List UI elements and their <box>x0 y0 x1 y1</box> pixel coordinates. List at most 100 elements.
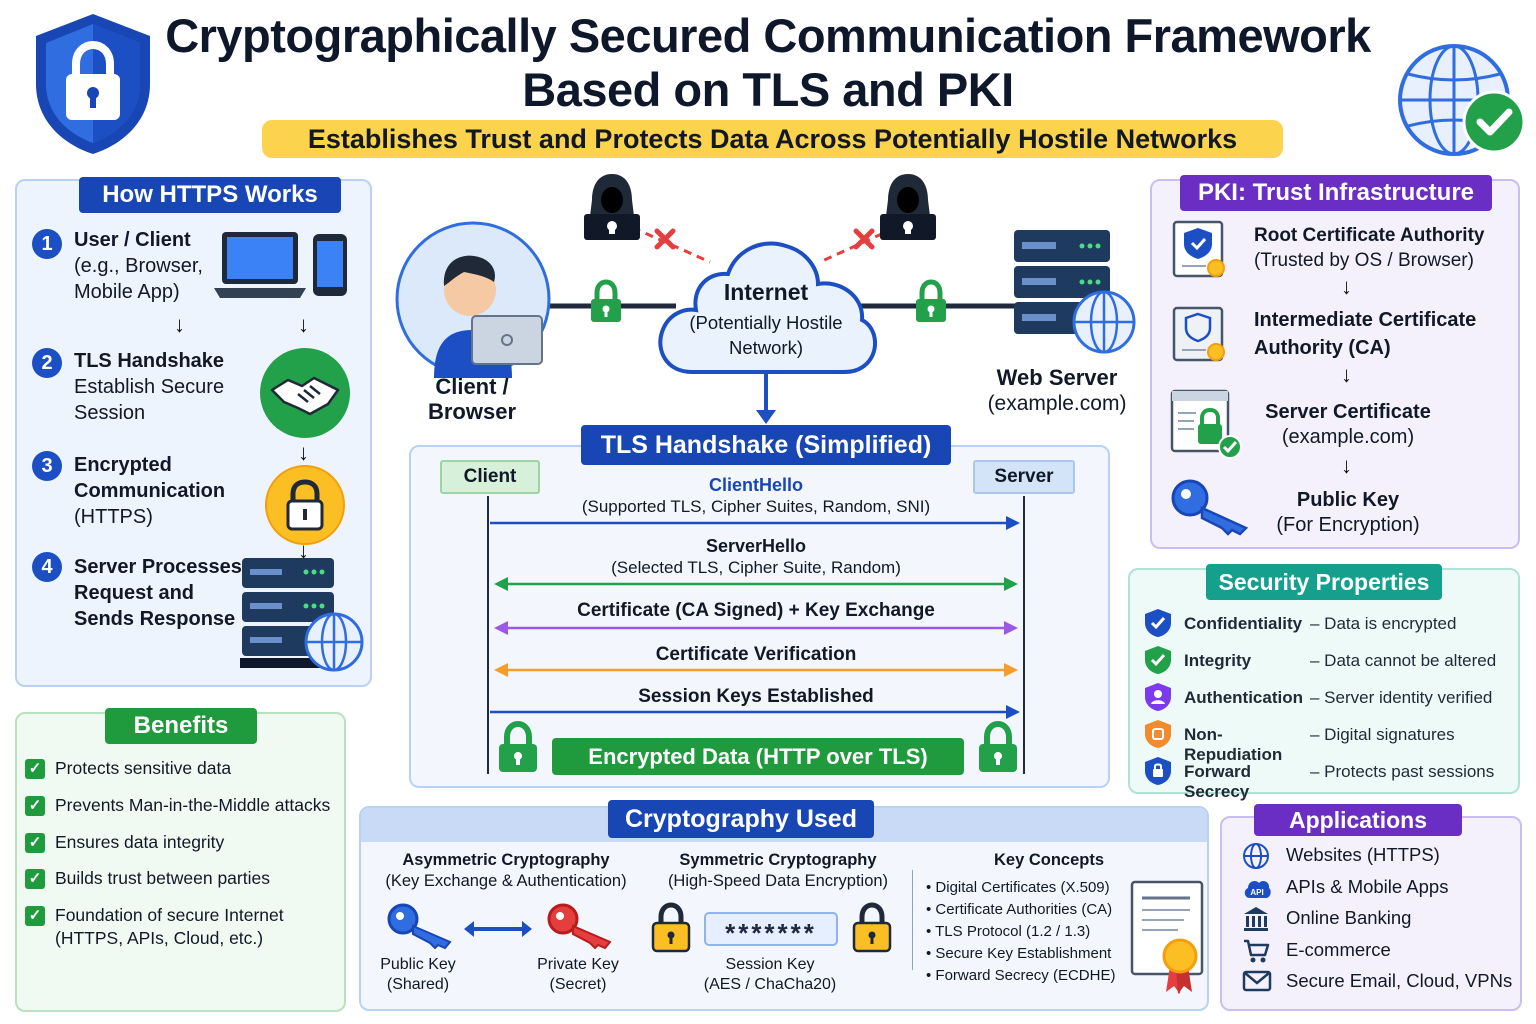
laptop-icon <box>214 232 306 298</box>
step-2-number: 2 <box>32 348 62 378</box>
intermediate-ca-certificate-icon <box>1172 306 1225 362</box>
web-server-icon <box>1014 230 1136 354</box>
globe-icon <box>1243 843 1269 869</box>
step-3-number: 3 <box>32 451 62 481</box>
padlock-icon <box>265 465 345 545</box>
step-4-number: 4 <box>32 552 62 582</box>
key-concept-item: • Certificate Authorities (CA) <box>926 901 1113 918</box>
key-concept-item: • Digital Certificates (X.509) <box>926 879 1110 896</box>
public-key-icon <box>1171 479 1249 536</box>
server-certificate-icon <box>1170 389 1242 459</box>
mail-icon <box>1242 970 1272 992</box>
private-key-icon <box>547 903 612 950</box>
shield-lock-icon <box>1145 757 1171 785</box>
step-3-text: Encrypted Communication (HTTPS) <box>74 454 226 528</box>
step-2-text: TLS Handshake Establish Secure Session <box>74 350 225 424</box>
shield-user-icon <box>1145 683 1171 711</box>
page-title-line1: Cryptographically Secured Communication … <box>165 9 1371 62</box>
key-concepts-heading: Key Concepts <box>993 851 1105 869</box>
phone-icon <box>313 234 347 296</box>
divider <box>912 870 913 970</box>
checkbox-check-icon: ✓ <box>25 796 45 816</box>
padlock-icon <box>852 902 892 953</box>
client-avatar <box>395 221 551 378</box>
msg-cert-verification: Certificate Verification <box>655 644 857 665</box>
key-concept-item: • TLS Protocol (1.2 / 1.3) <box>926 923 1091 940</box>
tls-server-lane: Server <box>973 460 1075 494</box>
certificate-ribbon-icon <box>1130 880 1204 994</box>
double-arrow-icon <box>464 921 532 937</box>
benefits-panel: Benefits ✓Protects sensitive data ✓Preve… <box>15 708 346 1012</box>
arrow-down-icon: ↓ <box>1341 362 1352 387</box>
applications-panel: Applications Websites (HTTPS) API APIs &… <box>1220 804 1522 1011</box>
pki-title: PKI: Trust Infrastructure <box>1180 175 1492 211</box>
private-key-caption: Private Key(Secret) <box>537 956 619 993</box>
arrow-down-icon: ↓ <box>298 538 309 563</box>
root-ca-certificate-icon <box>1172 220 1225 278</box>
arrow-down-icon: ↓ <box>1341 453 1352 478</box>
cart-icon <box>1244 939 1270 963</box>
cryptography-title: Cryptography Used <box>608 800 874 838</box>
globe-check-icon <box>1398 44 1526 156</box>
page-title-line2: Based on TLS and PKI <box>522 63 1014 116</box>
encrypted-data-bar: Encrypted Data (HTTP over TLS) <box>552 738 964 775</box>
msg-clienthello: ClientHello (Supported TLS, Cipher Suite… <box>581 475 931 516</box>
shield-check-icon <box>1145 646 1171 674</box>
step-1-text: User / Client (e.g., Browser, Mobile App… <box>74 229 203 303</box>
svg-text:API: API <box>1250 888 1263 897</box>
lock-green-icon <box>499 720 537 772</box>
page-subtitle: Establishes Trust and Protects Data Acro… <box>262 120 1283 158</box>
msg-serverhello: ServerHello (Selected TLS, Cipher Suite,… <box>611 536 901 577</box>
step-1-number: 1 <box>32 229 62 259</box>
internet-title: Internet <box>723 279 809 305</box>
cryptography-panel <box>359 806 1209 1011</box>
security-properties-panel: Security Properties Confidentiality – Da… <box>1128 564 1520 801</box>
checkbox-check-icon: ✓ <box>25 906 45 926</box>
security-properties-title: Security Properties <box>1206 564 1442 600</box>
cloud-icon <box>658 241 877 374</box>
hacker-icon <box>880 174 936 240</box>
shield-lock-icon <box>36 14 150 154</box>
checkbox-check-icon: ✓ <box>25 833 45 853</box>
pki-server-certificate: Server Certificate(example.com) <box>1265 401 1431 448</box>
arrow-down-icon: ↓ <box>298 312 309 337</box>
red-x-icon <box>654 228 676 250</box>
checkbox-check-icon: ✓ <box>25 869 45 889</box>
public-key-icon <box>387 903 452 950</box>
server-globe-icon <box>240 558 364 672</box>
tls-client-lane: Client <box>440 460 540 494</box>
checkbox-check-icon: ✓ <box>25 759 45 779</box>
client-label: Client /Browser <box>427 374 517 424</box>
step-4-text: Server Processes Request and Sends Respo… <box>74 556 242 630</box>
lock-green-icon <box>916 279 946 322</box>
msg-certificate: Certificate (CA Signed) + Key Exchange <box>577 600 935 621</box>
how-https-title: How HTTPS Works <box>79 177 341 213</box>
red-x-icon <box>853 228 875 250</box>
shield-signature-icon <box>1145 720 1171 748</box>
key-concept-item: • Forward Secrecy (ECDHE) <box>926 967 1116 984</box>
arrow-down-icon: ↓ <box>1341 274 1352 299</box>
session-key-mask: ******* <box>704 912 838 948</box>
bank-icon <box>1244 907 1268 931</box>
symmetric-heading: Symmetric Cryptography(High-Speed Data E… <box>667 851 889 890</box>
lock-green-icon <box>979 720 1017 772</box>
key-concept-item: • Secure Key Establishment <box>926 945 1112 962</box>
api-icon: API <box>1244 880 1271 898</box>
applications-title: Applications <box>1254 804 1462 836</box>
arrow-down-icon: ↓ <box>174 312 185 337</box>
lock-green-icon <box>591 279 621 322</box>
arrow-down-icon: ↓ <box>298 440 309 465</box>
shield-check-icon <box>1145 609 1171 637</box>
benefits-title: Benefits <box>105 708 257 744</box>
msg-session-keys: Session Keys Established <box>638 686 874 707</box>
web-server-domain: (example.com) <box>987 392 1127 415</box>
web-server-label: Web Server <box>996 365 1118 390</box>
padlock-icon <box>651 902 691 953</box>
tls-handshake-title: TLS Handshake (Simplified) <box>581 425 951 465</box>
hacker-icon <box>584 174 640 240</box>
public-key-caption: Public Key(Shared) <box>380 956 456 993</box>
asymmetric-heading: Asymmetric Cryptography(Key Exchange & A… <box>385 851 627 890</box>
